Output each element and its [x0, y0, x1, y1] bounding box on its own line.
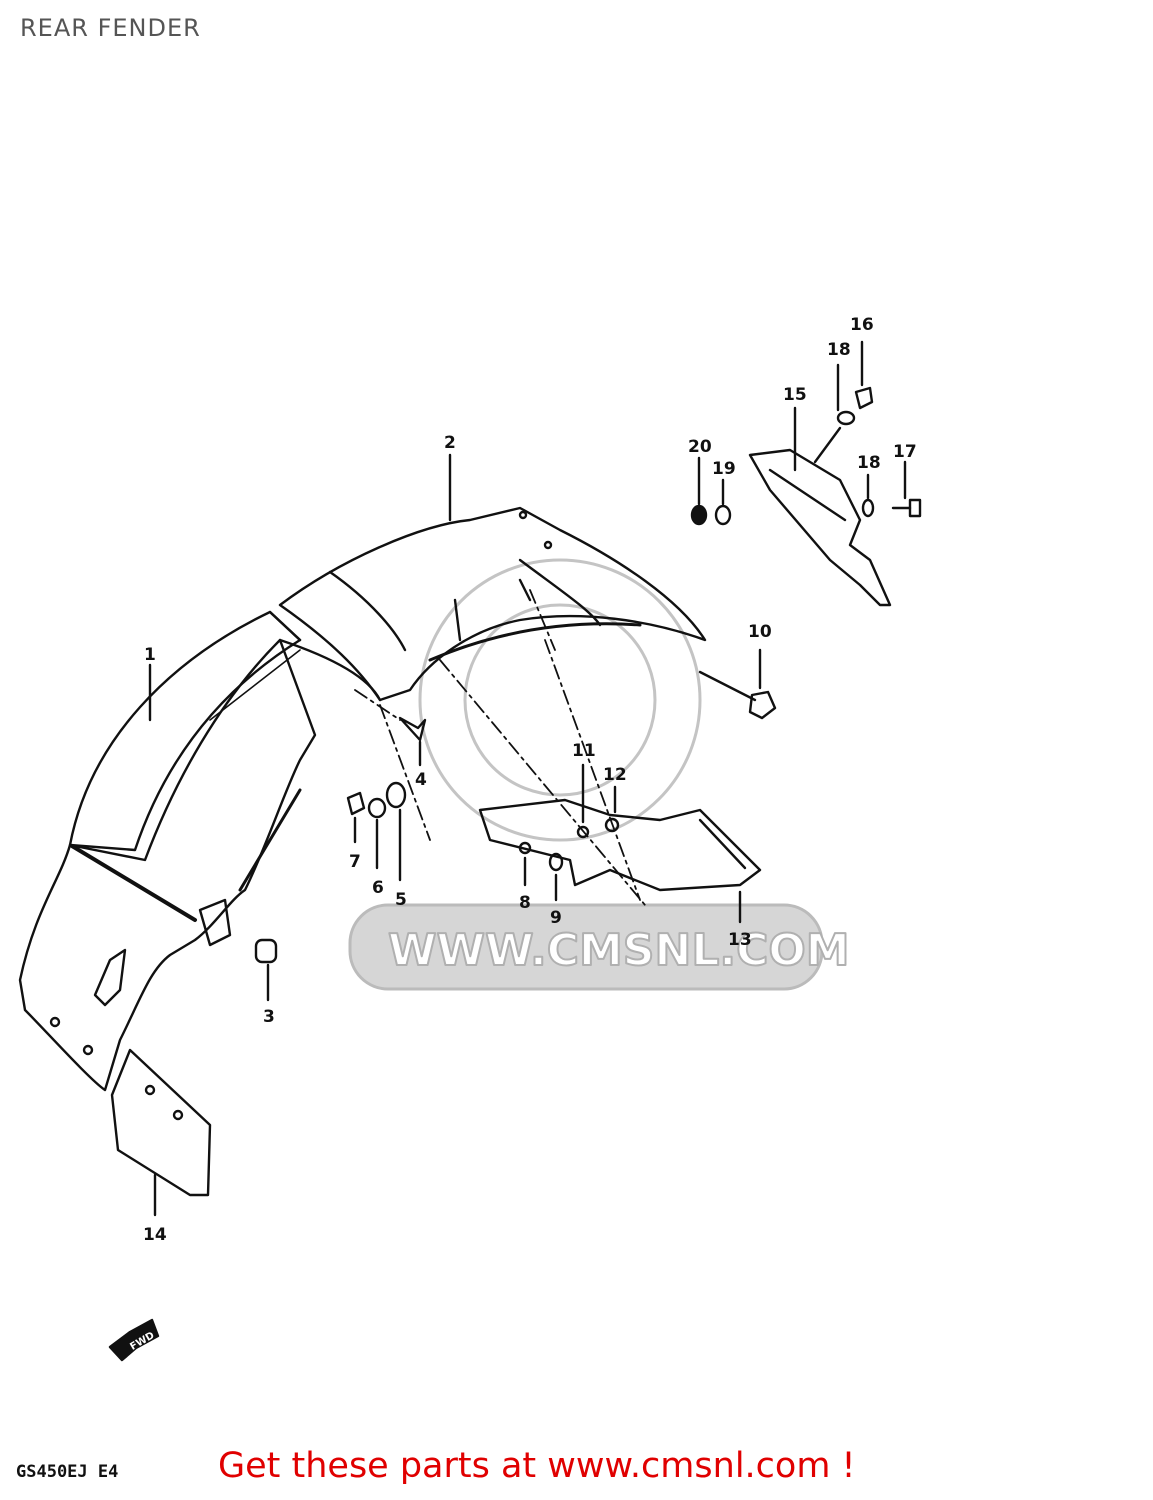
washer-part-9[interactable]: [548, 852, 564, 902]
label-part-2: 2: [444, 433, 456, 453]
page-title: REAR FENDER: [20, 14, 201, 42]
label-part-10: 10: [748, 622, 772, 642]
label-part-19: 19: [712, 459, 736, 479]
model-code: GS450EJ E4: [16, 1462, 119, 1482]
watermark-logo: [348, 558, 824, 991]
label-part-7: 7: [349, 852, 361, 872]
label-part-8: 8: [519, 893, 531, 913]
forward-arrow-icon: [108, 1318, 160, 1362]
label-part-14: 14: [143, 1225, 167, 1245]
plate-bracket-part-15[interactable]: [748, 406, 892, 607]
label-part-9: 9: [550, 908, 562, 928]
nut-part-12[interactable]: [604, 785, 620, 833]
washer-part-6[interactable]: [367, 797, 387, 870]
label-part-13: 13: [728, 930, 752, 950]
label-part-6: 6: [372, 878, 384, 898]
inner-fender-part-2[interactable]: [278, 506, 707, 702]
mud-flap-part-14[interactable]: [110, 1048, 212, 1217]
label-part-3: 3: [263, 1007, 275, 1027]
washer-part-19[interactable]: [714, 478, 732, 526]
label-part-1: 1: [144, 645, 156, 665]
bracket-part-13[interactable]: [478, 798, 762, 924]
rear-fender-part-1[interactable]: [18, 610, 382, 1092]
nut-part-20[interactable]: [690, 456, 708, 526]
footer-cta-link[interactable]: Get these parts at www.cmsnl.com !: [218, 1446, 856, 1486]
label-part-15: 15: [783, 385, 807, 405]
label-part-17: 17: [893, 442, 917, 462]
watermark-text: WWW.CMSNL.COM: [388, 925, 850, 976]
screw-part-16[interactable]: [854, 340, 874, 410]
washer-part-18-lower[interactable]: [861, 473, 875, 518]
label-part-16: 16: [850, 315, 874, 335]
parts-diagram: WWW.CMSNL.COM: [18, 315, 922, 1362]
bolt-part-10[interactable]: [698, 648, 777, 720]
label-part-18-lower: 18: [857, 453, 881, 473]
label-part-11: 11: [572, 741, 596, 761]
washer-part-5[interactable]: [385, 781, 407, 882]
screw-part-17[interactable]: [891, 460, 922, 518]
spacer-part-3[interactable]: [254, 938, 278, 1002]
label-part-20: 20: [688, 437, 712, 457]
nut-part-7[interactable]: [346, 791, 366, 844]
collar-part-11[interactable]: [576, 763, 590, 839]
bolt-part-4[interactable]: [398, 716, 427, 767]
washer-part-18-upper[interactable]: [813, 363, 856, 464]
label-part-4: 4: [415, 770, 427, 790]
label-part-5: 5: [395, 890, 407, 910]
label-part-18-upper: 18: [827, 340, 851, 360]
label-part-12: 12: [603, 765, 627, 785]
